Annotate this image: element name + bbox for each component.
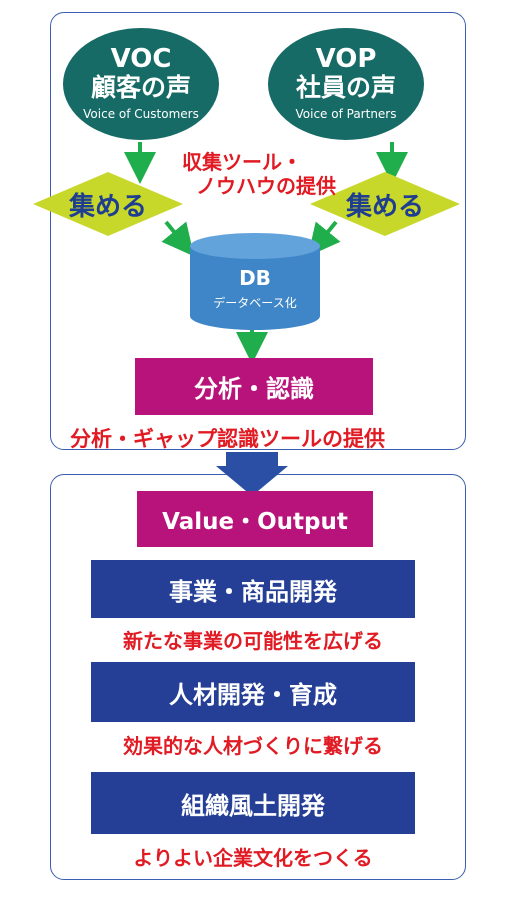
output-item-culture: 組織風土開発 bbox=[91, 772, 415, 834]
output-item-talent: 人材開発・育成 bbox=[91, 662, 415, 722]
vop-acronym: VOP bbox=[315, 44, 377, 74]
vop-ellipse: VOP 社員の声 Voice of Partners bbox=[268, 28, 424, 140]
big-down-arrow bbox=[216, 452, 288, 496]
database-cylinder bbox=[190, 233, 320, 330]
vop-japanese: 社員の声 bbox=[295, 73, 396, 102]
output-desc-talent: 効果的な人材づくりに繋げる bbox=[123, 734, 383, 758]
voc-english: Voice of Customers bbox=[83, 107, 199, 121]
output-box: Value・Output bbox=[137, 491, 373, 547]
voc-japanese: 顧客の声 bbox=[90, 73, 191, 102]
db-subtitle: データベース化 bbox=[213, 296, 297, 310]
arrow-collect-left-to-db bbox=[161, 220, 195, 257]
output-desc-culture: よりよい企業文化をつくる bbox=[133, 846, 373, 870]
voc-ellipse: VOC 顧客の声 Voice of Customers bbox=[63, 28, 219, 140]
arrow-collect-right-to-db bbox=[307, 220, 341, 257]
analysis-box: 分析・認識 bbox=[135, 358, 373, 415]
voc-acronym: VOC bbox=[110, 44, 172, 74]
vop-english: Voice of Partners bbox=[295, 107, 397, 121]
db-title: DB bbox=[239, 266, 271, 290]
output-desc-business: 新たな事業の可能性を広げる bbox=[123, 629, 383, 653]
tool-caption-line1: 収集ツール・ bbox=[182, 150, 302, 174]
tool-caption-line2: ノウハウの提供 bbox=[196, 174, 336, 198]
output-item-business: 事業・商品開発 bbox=[91, 560, 415, 618]
analysis-caption: 分析・ギャップ認識ツールの提供 bbox=[70, 427, 385, 451]
